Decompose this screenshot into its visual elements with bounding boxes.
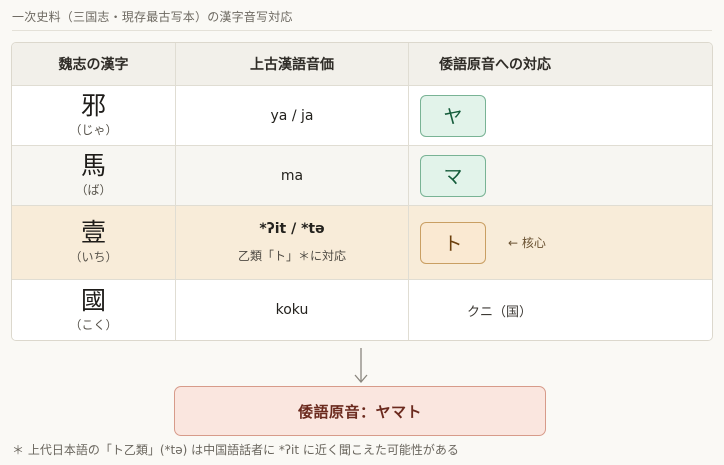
kanji-char: 邪 xyxy=(80,91,106,120)
sound-cell: koku xyxy=(175,280,408,340)
kana-cell: マ xyxy=(408,146,712,205)
sound-cell: *ʔit / *tə 乙類「ト」＊に対応 xyxy=(175,206,408,279)
footnote: ＊ 上代日本語の「ト乙類」(*tə) は中国語話者に *ʔit に近く聞こえた可… xyxy=(12,443,459,457)
kana-box: ヤ xyxy=(420,94,486,137)
kanji-reading: （いち） xyxy=(69,250,118,264)
table-row: 邪 （じゃ） ya / ja ヤ xyxy=(12,85,712,145)
sound-value: ya / ja xyxy=(270,107,314,124)
kanji-reading: （こく） xyxy=(69,317,118,332)
kana-cell: ト ← 核心 xyxy=(408,206,712,279)
sound-cell: ya / ja xyxy=(175,86,408,145)
result-box: 倭語原音：ヤマト xyxy=(174,386,546,436)
header-wa-correspondence: 倭語原音への対応 xyxy=(408,43,712,85)
sound-note: 乙類「ト」＊に対応 xyxy=(237,249,346,263)
sound-value: ma xyxy=(280,167,304,184)
table-row: 馬 （ば） ma マ xyxy=(12,145,712,205)
correspondence-table: 魏志の漢字 上古漢語音価 倭語原音への対応 邪 （じゃ） ya / ja ヤ 馬… xyxy=(11,42,713,341)
kana-plain-text: クニ（国） xyxy=(467,304,533,320)
kana-box: マ xyxy=(420,154,486,197)
table-row-highlighted: 壹 （いち） *ʔit / *tə 乙類「ト」＊に対応 ト ← 核心 xyxy=(12,205,712,279)
kanji-char: 馬 xyxy=(80,151,106,180)
header-kanji: 魏志の漢字 xyxy=(58,57,129,73)
kanji-char: 國 xyxy=(80,285,106,315)
sound-cell: ma xyxy=(175,146,408,205)
sound-value: *ʔit / *tə xyxy=(259,221,325,237)
down-arrow-icon xyxy=(354,348,368,383)
header-old-chinese: 上古漢語音価 xyxy=(175,43,408,85)
kanji-reading: （じゃ） xyxy=(69,123,118,137)
core-note: ← 核心 xyxy=(508,236,546,250)
kanji-cell: 馬 （ば） xyxy=(12,146,175,205)
kanji-reading: （ば） xyxy=(75,183,112,197)
table-header-row: 魏志の漢字 上古漢語音価 倭語原音への対応 xyxy=(12,43,712,85)
kanji-char: 壹 xyxy=(80,218,106,247)
table-row: 國 （こく） koku クニ（国） xyxy=(12,279,712,340)
kanji-cell: 壹 （いち） xyxy=(12,206,175,279)
kana-cell: クニ（国） xyxy=(408,280,712,340)
kanji-cell: 邪 （じゃ） xyxy=(12,86,175,145)
kanji-cell: 國 （こく） xyxy=(12,280,175,340)
diagram-caption: 一次史料（三国志・現存最古写本）の漢字音写対応 xyxy=(12,10,293,24)
kana-cell: ヤ xyxy=(408,86,712,145)
sound-value: koku xyxy=(275,302,309,318)
caption-divider xyxy=(12,30,712,31)
kana-box-key: ト xyxy=(420,221,486,264)
